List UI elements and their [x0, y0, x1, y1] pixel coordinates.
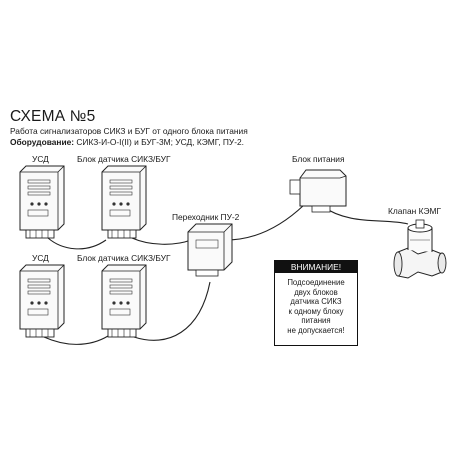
equipment-value: СИКЗ-И-О-I(II) и БУГ-3М; УСД, КЭМГ, ПУ-2…	[74, 137, 244, 147]
page-title: СХЕМА №5	[10, 108, 96, 125]
page-subtitle: Работа сигнализаторов СИКЗ и БУГ от одно…	[10, 126, 248, 136]
valve-device	[393, 219, 447, 279]
label-sensor-top: Блок датчика СИКЗ/БУГ	[77, 154, 171, 164]
warning-line: двух блоков	[294, 287, 338, 297]
warning-heading: ВНИМАНИЕ!	[275, 261, 357, 273]
usd-top-device	[19, 165, 65, 239]
equipment-label: Оборудование:	[10, 137, 75, 147]
warning-line: датчика СИКЗ	[290, 297, 342, 307]
wire-power-to-valve	[321, 205, 409, 225]
power-supply-device	[289, 169, 347, 213]
wire-usd-top-to-sensor-top	[47, 237, 107, 250]
label-valve: Клапан КЭМГ	[388, 206, 441, 216]
wire-usd-bottom-to-sensor-bottom	[43, 335, 109, 345]
label-power: Блок питания	[292, 154, 345, 164]
usd-bottom-device	[19, 264, 65, 338]
equipment-line: Оборудование: СИКЗ-И-О-I(II) и БУГ-3М; У…	[10, 137, 244, 147]
label-adapter: Переходник ПУ-2	[172, 212, 240, 222]
sensor-bottom-device	[101, 264, 147, 338]
warning-text: Подсоединение двух блоков датчика СИКЗ к…	[275, 273, 357, 336]
adapter-device	[187, 223, 233, 277]
warning-line: питания	[301, 316, 331, 326]
warning-line: к одному блоку	[288, 306, 344, 316]
wire-adapter-to-power	[225, 204, 305, 241]
warning-line: Подсоединение	[287, 278, 345, 287]
label-usd-bottom: УСД	[32, 253, 49, 263]
warning-box: ВНИМАНИЕ! Подсоединение двух блоков датч…	[274, 260, 358, 346]
sensor-top-device	[101, 165, 147, 239]
wire-sensor-bottom-to-adapter	[133, 281, 211, 341]
label-usd-top: УСД	[32, 154, 49, 164]
wire-sensor-top-to-adapter	[131, 237, 192, 245]
warning-line: не допускается!	[287, 325, 345, 335]
label-sensor-bottom: Блок датчика СИКЗ/БУГ	[77, 253, 171, 263]
